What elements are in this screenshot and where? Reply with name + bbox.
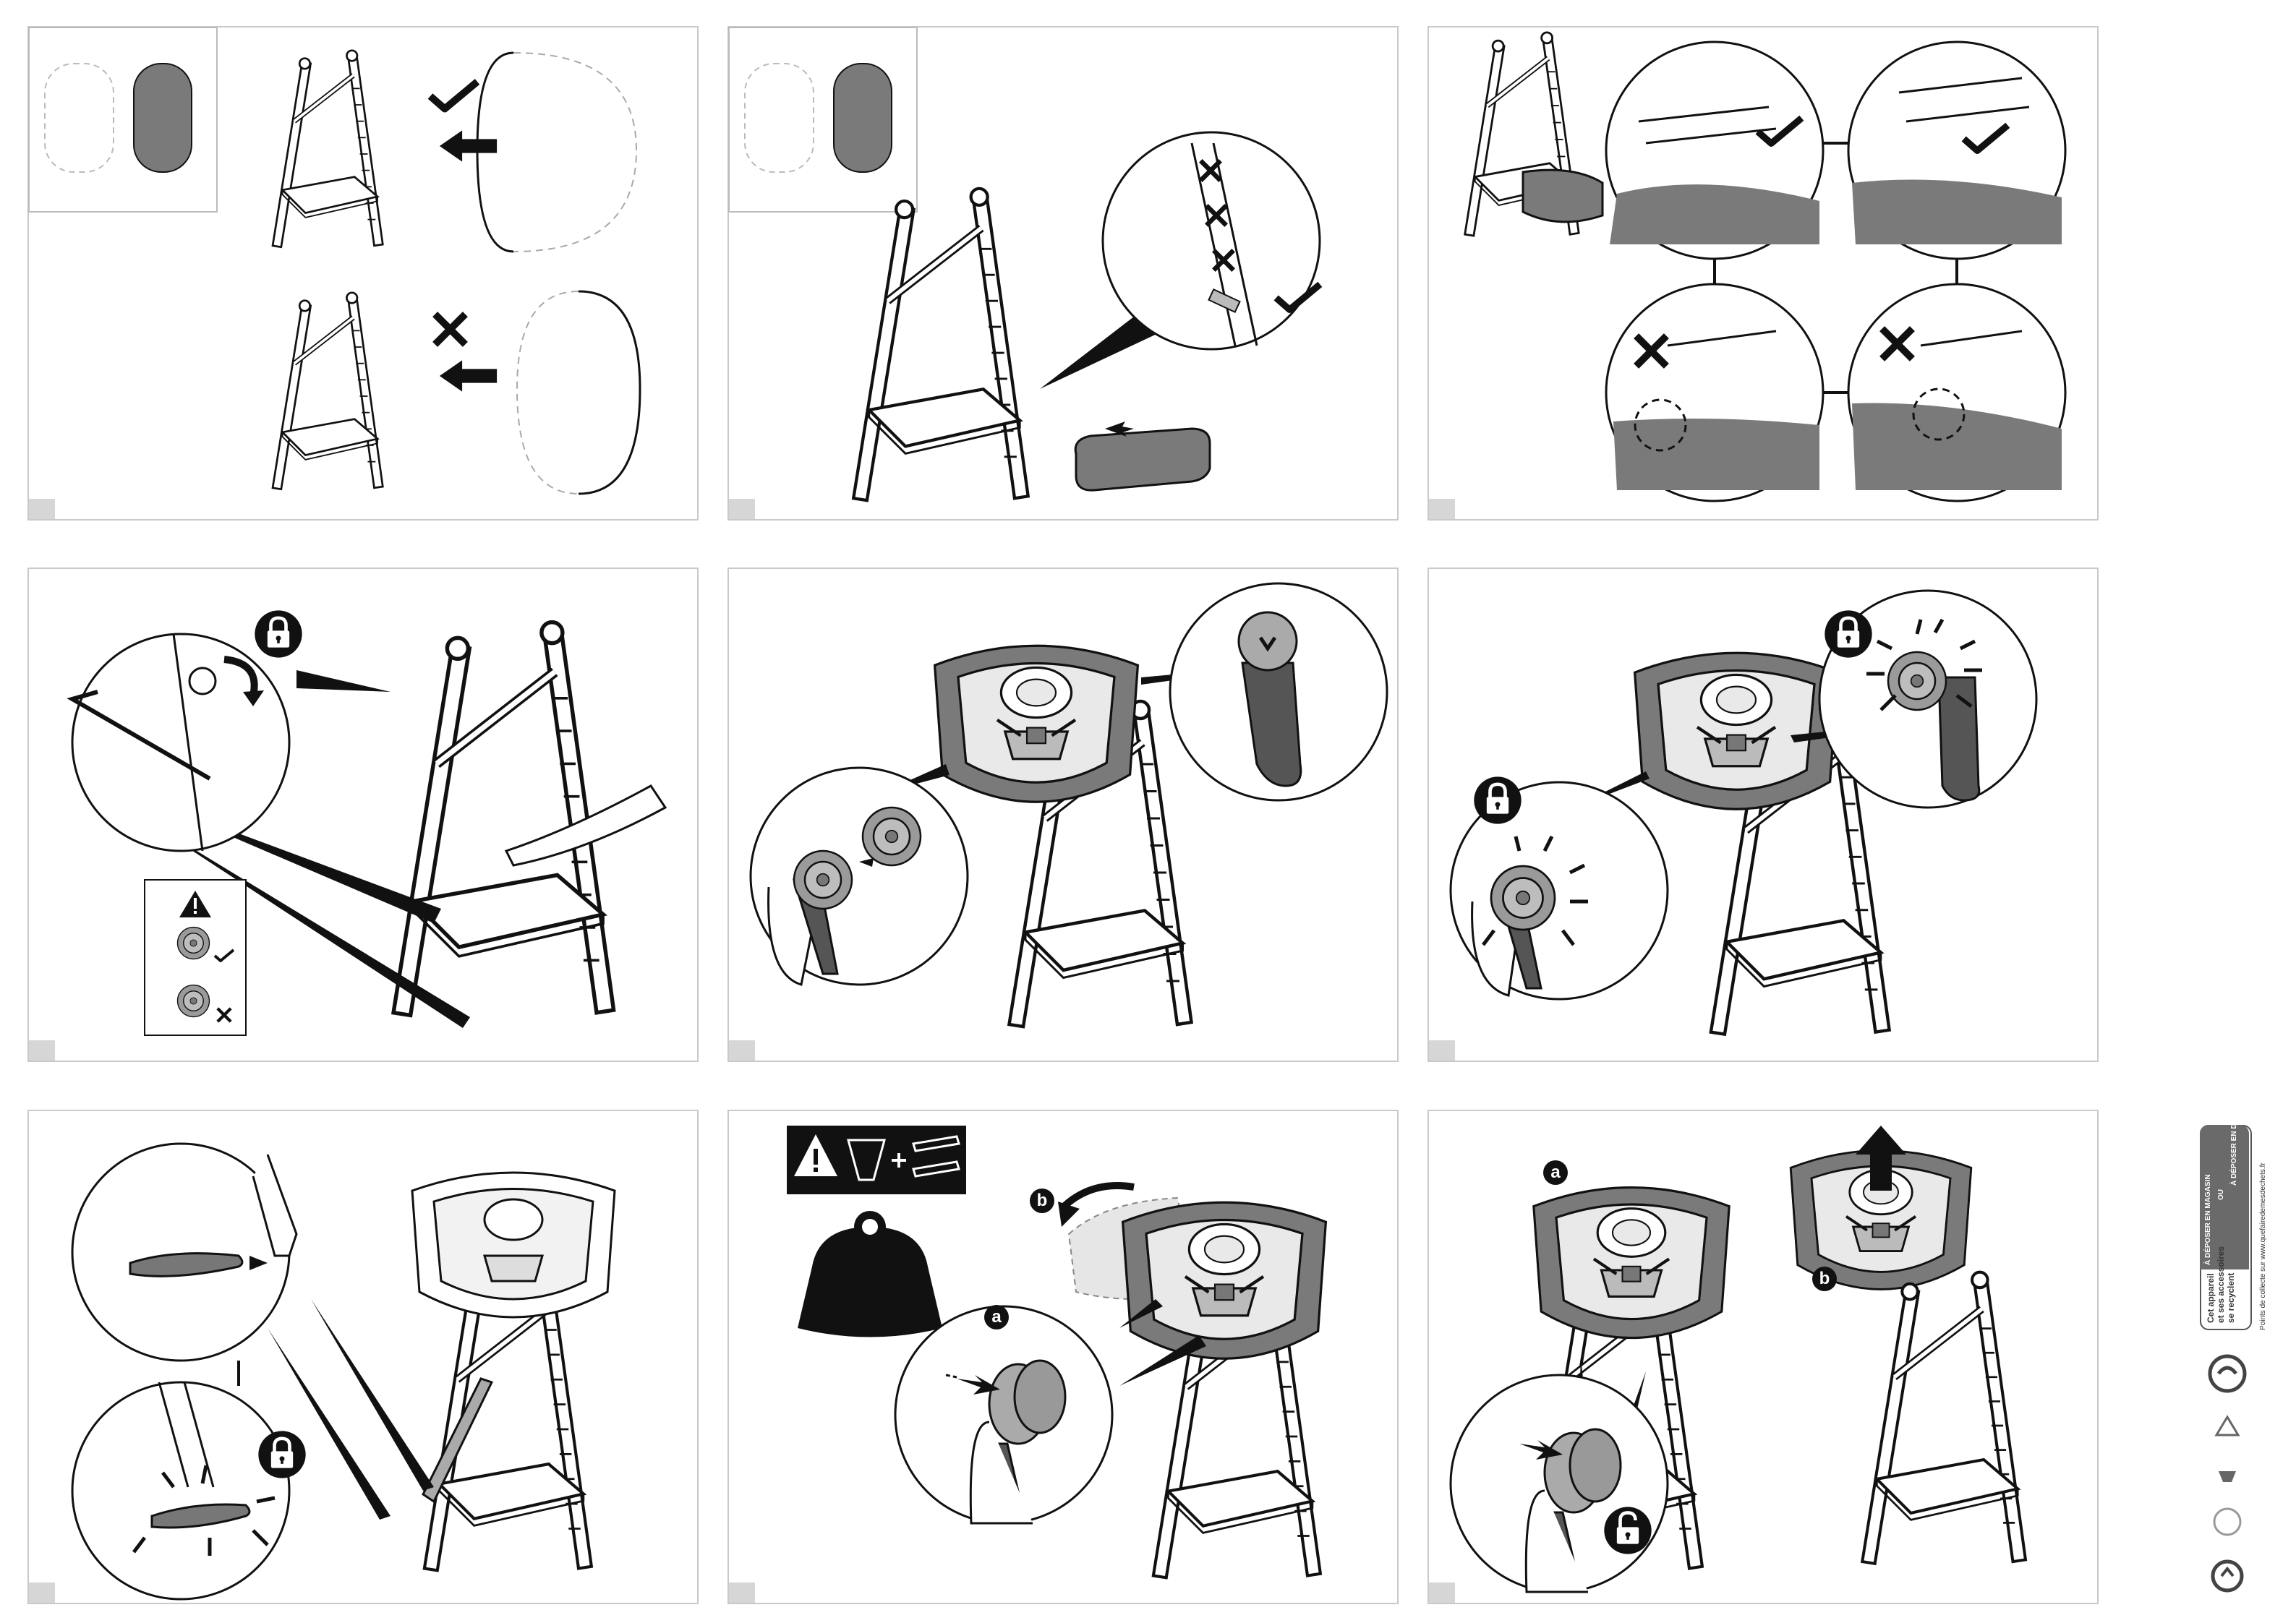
step-number-marker xyxy=(29,1583,55,1603)
triman-url: Points de collecte sur www.quefairedemes… xyxy=(2259,1162,2267,1330)
triman-option2: À DÉPOSER EN DÉCHETTERIE xyxy=(2230,1078,2238,1186)
panel-step-7 xyxy=(27,1110,699,1604)
step-number-marker xyxy=(729,1040,755,1061)
step-number-marker xyxy=(729,499,755,519)
step-label-b: b xyxy=(1812,1267,1837,1291)
step-number-marker xyxy=(1429,1583,1455,1603)
step-number-marker xyxy=(29,1040,55,1061)
panel-step-4 xyxy=(27,568,699,1062)
step-label-a: a xyxy=(1543,1160,1568,1185)
lock-icon xyxy=(255,610,302,657)
triman-line1: Cet appareil xyxy=(2206,1273,2216,1323)
panel-step-8: a b xyxy=(727,1110,1399,1604)
panel-step-9: a b xyxy=(1427,1110,2099,1604)
check-icon xyxy=(430,82,477,109)
lock-icon xyxy=(1825,610,1872,657)
triman-option1: À DÉPOSER EN MAGASIN xyxy=(2204,1174,2212,1265)
step-label-b: b xyxy=(1030,1189,1054,1213)
triman-line3: se recyclent xyxy=(2226,1273,2236,1323)
lock-icon xyxy=(1474,776,1521,823)
recycle-icon xyxy=(2206,1352,2249,1612)
weight-icon xyxy=(798,1227,942,1337)
triman-line2: et ses accessoires xyxy=(2216,1246,2226,1323)
step-number-marker xyxy=(729,1583,755,1603)
step-number-marker xyxy=(1429,499,1455,519)
step-number-marker xyxy=(1429,1040,1455,1061)
step-number-marker xyxy=(29,499,55,519)
arrow-left-icon xyxy=(440,130,497,161)
panel-step-5 xyxy=(727,568,1399,1062)
triman-or: OU xyxy=(2217,1189,2225,1200)
unlock-icon xyxy=(1604,1507,1651,1554)
panel-step-2 xyxy=(727,26,1399,521)
step-label-a: a xyxy=(984,1305,1009,1329)
lock-icon xyxy=(258,1431,305,1478)
triman-recycling-info: Cet appareil et ses accessoires se recyc… xyxy=(2184,1113,2278,1619)
arrow-left-icon xyxy=(440,360,497,391)
cross-icon xyxy=(435,314,466,345)
panel-step-6 xyxy=(1427,568,2099,1062)
panel-step-1 xyxy=(27,26,699,521)
panel-step-3 xyxy=(1427,26,2099,521)
